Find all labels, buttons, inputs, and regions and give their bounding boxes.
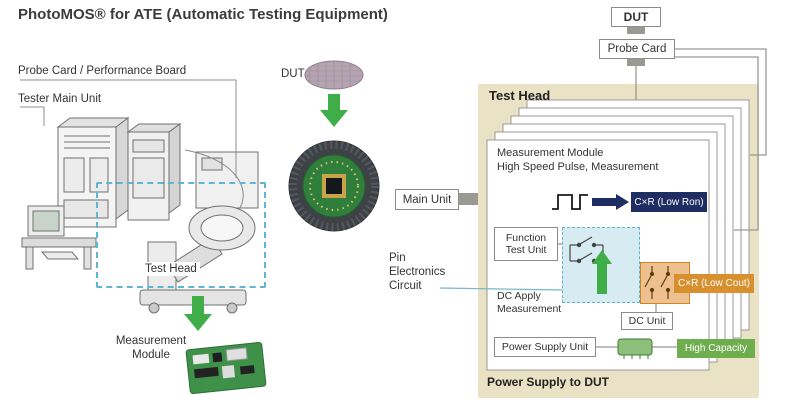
probe-card-performance-board-label: Probe Card / Performance Board	[18, 65, 187, 77]
dc-apply-line1: DC Apply	[497, 290, 541, 302]
dc-apply-line2: Measurement	[497, 303, 562, 315]
test-head-outline	[96, 182, 266, 288]
function-test-unit-box: Function Test Unit	[494, 227, 558, 261]
measurement-module-title: Measurement Module	[497, 147, 604, 159]
dut-label-center: DUT	[281, 68, 305, 80]
dc-unit-box: DC Unit	[621, 312, 673, 330]
pin-electronics-circuit-label: Pin Electronics Circuit	[389, 251, 445, 293]
page-title: PhotoMOS® for ATE (Automatic Testing Equ…	[18, 6, 388, 23]
arrow-down-measurement-module-icon	[184, 296, 212, 331]
measurement-module-line1: Measurement	[115, 335, 187, 347]
main-unit-connector-tab	[459, 193, 478, 205]
tester-main-unit-label: Tester Main Unit	[18, 93, 102, 105]
pin-electronics-line2: Electronics	[389, 266, 446, 278]
function-test-unit-line1: Function	[505, 232, 547, 244]
wafer-image	[304, 60, 364, 90]
power-supply-unit-box: Power Supply Unit	[494, 337, 596, 357]
high-capacity-badge: High Capacity	[677, 339, 755, 358]
function-test-unit-line2: Test Unit	[505, 244, 547, 256]
measurement-module-subtitle: High Speed Pulse, Measurement	[497, 161, 659, 173]
pin-electronics-switch-area	[562, 227, 640, 303]
measurement-module-line2: Module	[132, 349, 170, 361]
pin-electronics-line3: Circuit	[389, 280, 422, 292]
dut-connector-tab	[627, 27, 645, 34]
main-unit-box: Main Unit	[395, 189, 459, 210]
dut-box: DUT	[611, 7, 661, 27]
probe-card-connector-tab	[627, 59, 645, 66]
test-head-label-left: Test Head	[142, 262, 200, 276]
probe-card-box: Probe Card	[599, 39, 675, 59]
power-supply-to-dut-label: Power Supply to DUT	[487, 375, 610, 389]
pcb-module-image	[185, 341, 267, 395]
arrow-down-dut-icon	[320, 94, 348, 127]
pin-electronics-line1: Pin	[389, 252, 406, 264]
probe-card-image	[288, 140, 380, 232]
cxr-low-ron-badge: C×R (Low Ron)	[631, 192, 707, 212]
measurement-module-label-left: Measurement Module	[115, 334, 187, 362]
cxr-low-cout-badge: C×R (Low Cout)	[674, 274, 754, 293]
test-head-label-schematic: Test Head	[489, 88, 551, 103]
